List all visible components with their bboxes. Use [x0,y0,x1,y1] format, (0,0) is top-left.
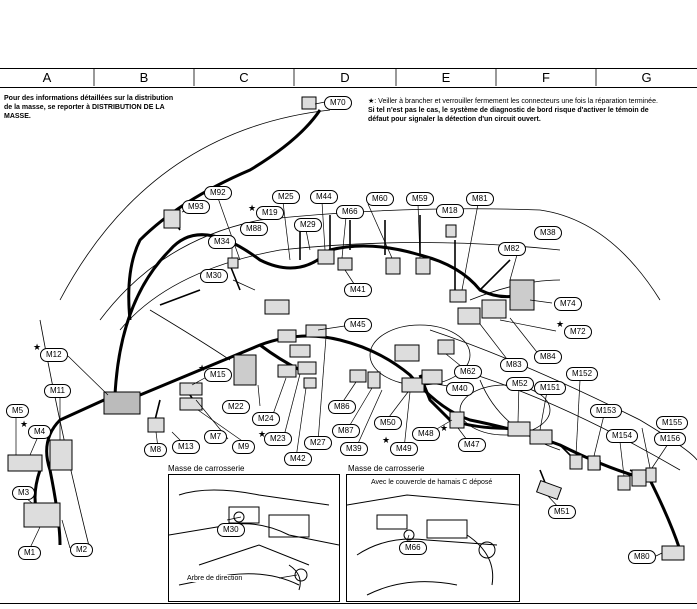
right-inset-caption: Avec le couvercle de harnais C déposé [371,479,493,486]
connector-m18: M18 [436,204,464,218]
connector-m48: M48 [412,427,440,441]
column-a: A [42,70,52,85]
column-g: G [641,70,652,85]
left-inset-drawing [169,489,339,591]
connector-m83: M83 [500,358,528,372]
left-inset-caption: Arbre de direction [187,575,243,582]
connector-m45: M45 [344,318,372,332]
connector-m23: M23 [264,432,292,446]
connector-m9: M9 [232,440,256,454]
connector-m81: M81 [466,192,494,206]
connector-m51: M51 [548,505,576,519]
star-m49: ★ [382,435,391,445]
star-m19: ★ [248,203,257,213]
ground-distribution-note: Pour des informations détaillées sur la … [4,95,174,120]
right-inset-drawing [347,494,519,596]
star-m48: ★ [440,423,449,433]
column-f: F [542,70,550,85]
connector-m8: M8 [144,443,168,457]
connector-m151: M151 [534,381,567,395]
connector-warning-note: ★: Veiller à brancher et verrouiller fer… [368,97,668,124]
connector-m29: M29 [294,218,322,232]
star-m15: ★ [198,363,207,373]
left-inset-title: Masse de carrosserie [168,464,245,473]
connector-m52: M52 [506,377,534,391]
connector-m24: M24 [252,412,280,426]
connector-m42: M42 [284,452,312,466]
connector-m66: M66 [336,205,364,219]
connector-m15: M15 [204,368,232,382]
connector-m12: M12 [40,348,68,362]
connector-m155: M155 [656,416,689,430]
connector-m13: M13 [172,440,200,454]
connector-m25: M25 [272,190,300,204]
connector-m62: M62 [454,365,482,379]
connector-m11: M11 [44,384,71,398]
connector-m5: M5 [6,404,30,418]
star-m72: ★ [556,319,565,329]
connector-m47: M47 [458,438,486,452]
connector-m92: M92 [204,186,232,200]
connector-m86: M86 [328,400,356,414]
connector-m74: M74 [554,297,582,311]
connector-m70: M70 [324,96,352,110]
connector-m27: M27 [304,436,332,450]
connector-m49: M49 [390,442,418,456]
connector-m4: M4 [28,425,52,439]
bottom-border [0,603,697,604]
connector-m87: M87 [332,424,360,438]
connector-m72: M72 [564,325,592,339]
connector-m7: M7 [204,430,228,444]
connector-m59: M59 [406,192,434,206]
right-inset-callout-m66: M66 [399,541,427,555]
left-inset-callout-m30: M30 [217,523,245,537]
connector-m93: M93 [182,200,210,214]
connector-m50: M50 [374,416,402,430]
column-d: D [340,70,350,85]
left-inset-panel: M30 Arbre de direction [168,474,340,602]
connector-m1: M1 [18,546,42,560]
column-header-bar: A B C D E F G [0,68,697,88]
connector-m80: M80 [628,550,656,564]
connector-m2: M2 [70,543,94,557]
connector-m44: M44 [310,190,338,204]
warning-line-2: Si tel n'est pas le cas, le système de d… [368,107,649,123]
connector-m34: M34 [208,235,236,249]
connector-m38: M38 [534,226,562,240]
connector-m88: M88 [240,222,268,236]
connector-m19: M19 [256,206,284,220]
star-m23: ★ [258,429,267,439]
star-m12: ★ [33,342,42,352]
connector-m152: M152 [566,367,599,381]
column-b: B [139,70,149,85]
connector-m60: M60 [366,192,394,206]
connector-m154: M154 [606,429,639,443]
right-inset-panel: Avec le couvercle de harnais C déposé M6… [346,474,520,602]
star-m4: ★ [20,419,29,429]
connector-m22: M22 [222,400,250,414]
connector-m40: M40 [446,382,474,396]
warning-line-1: ★: Veiller à brancher et verrouiller fer… [368,98,658,105]
column-e: E [441,70,451,85]
connector-m3: M3 [12,486,36,500]
connector-m153: M153 [590,404,623,418]
connector-m156: M156 [654,432,687,446]
right-inset-title: Masse de carrosserie [348,464,425,473]
connector-m84: M84 [534,350,562,364]
connector-m30: M30 [200,269,228,283]
column-c: C [239,70,249,85]
connector-m41: M41 [344,283,372,297]
connector-m39: M39 [340,442,368,456]
connector-m82: M82 [498,242,526,256]
